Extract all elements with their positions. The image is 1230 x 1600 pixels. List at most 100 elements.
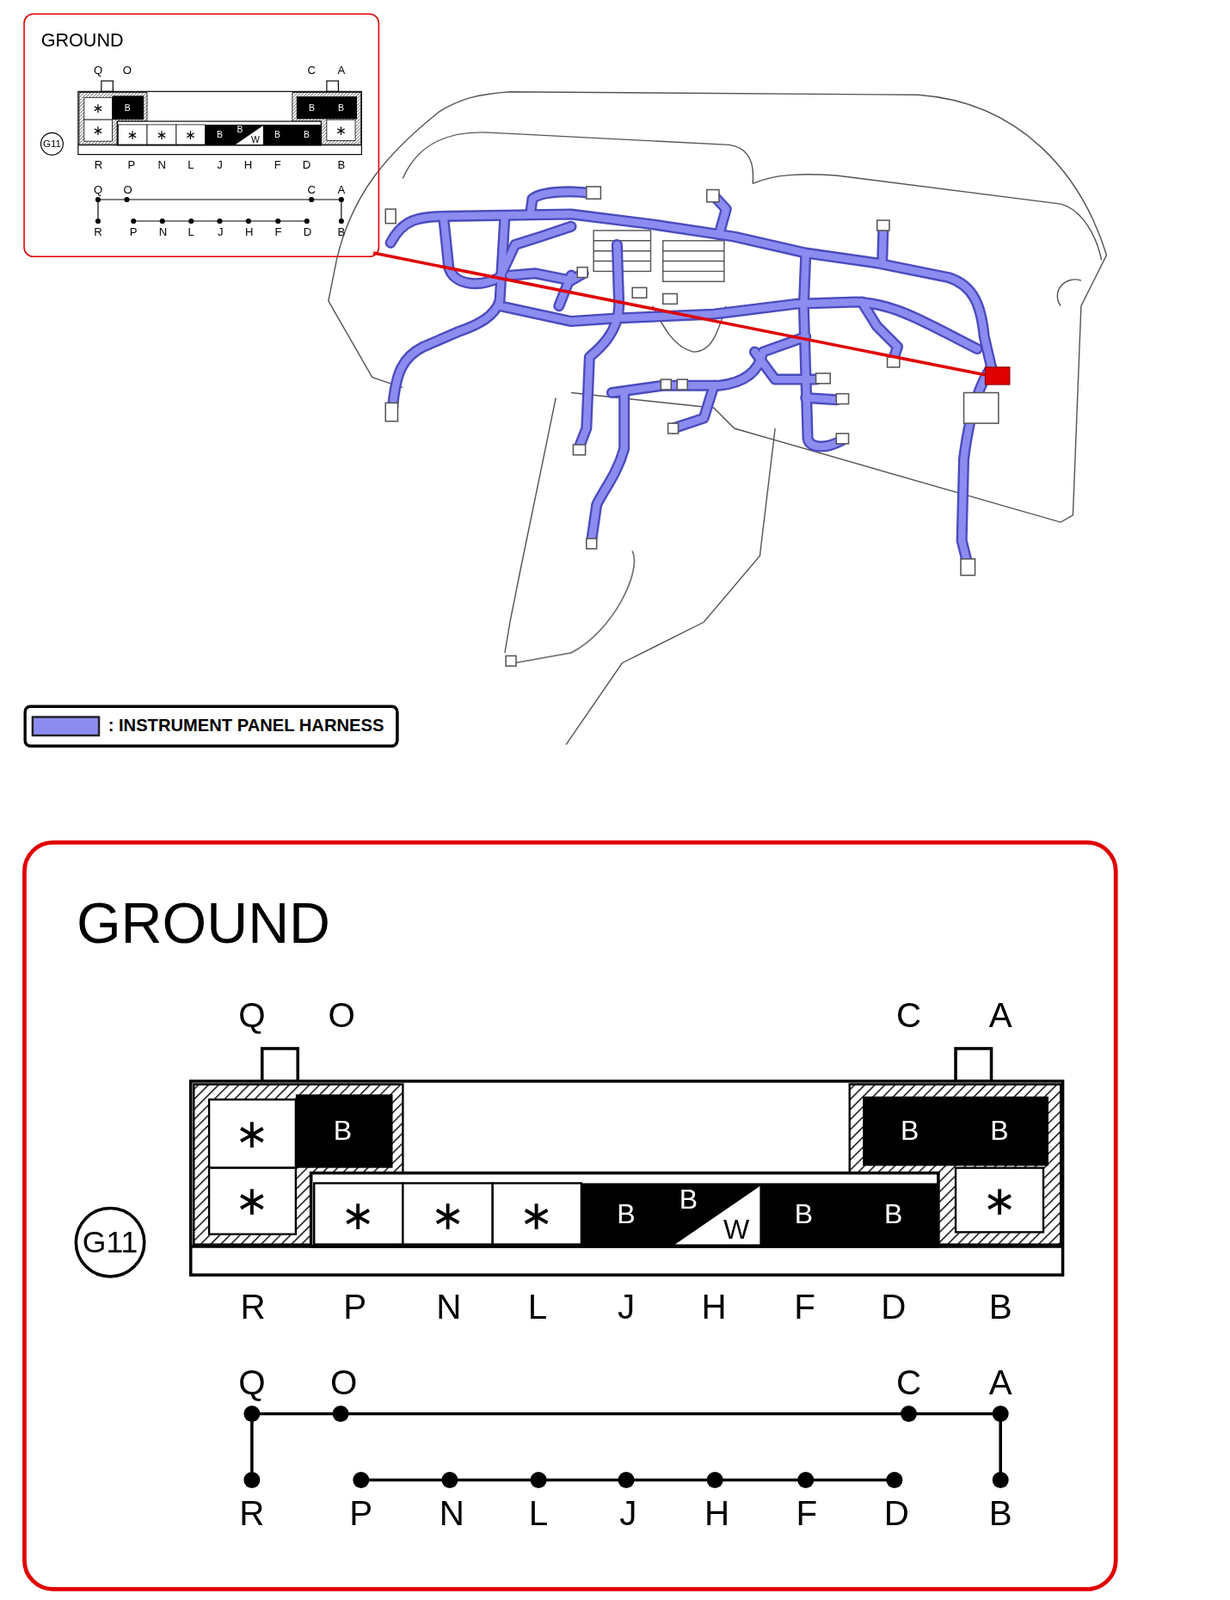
pin-letter: H xyxy=(701,1289,726,1324)
pin-letter: H xyxy=(244,159,253,171)
pin-letter: O xyxy=(123,64,132,76)
legend-box: : INSTRUMENT PANEL HARNESS xyxy=(23,704,400,748)
wire-color: B xyxy=(616,1200,635,1229)
pin-letter: N xyxy=(439,1494,465,1530)
pin-letter: R xyxy=(239,1494,265,1530)
pin-letter: L xyxy=(528,1494,548,1530)
wire-color: B xyxy=(679,1185,698,1213)
pin-letter: J xyxy=(617,1289,635,1324)
connector-code: G11 xyxy=(82,1226,139,1258)
pin-letter: Q xyxy=(93,183,103,195)
wire-color: B xyxy=(794,1200,813,1229)
pin-letter: J xyxy=(216,159,223,171)
pin-letter: A xyxy=(989,1365,1013,1400)
connector-code-circle: G11 xyxy=(74,1206,147,1279)
legend-swatch xyxy=(31,715,100,737)
pin-letter: C xyxy=(307,64,315,76)
wire-color: B xyxy=(333,1117,352,1145)
pin-letter: R xyxy=(94,159,103,171)
wire-color: W xyxy=(251,135,260,144)
pin-letter: H xyxy=(245,226,253,238)
pin-letter: N xyxy=(436,1289,462,1324)
pin-letter: D xyxy=(302,159,311,171)
pin-letter: F xyxy=(274,159,282,171)
dashboard-outline xyxy=(328,92,1107,745)
wire-color: B xyxy=(124,103,131,112)
instrument-panel-harness xyxy=(390,191,991,561)
pin-letter: B xyxy=(989,1494,1013,1530)
pin-letter: C xyxy=(896,997,922,1033)
pin-letter: D xyxy=(884,1494,910,1530)
connector-drawing-large xyxy=(190,1048,1064,1489)
wire-color: B xyxy=(236,125,243,135)
pin-letter: L xyxy=(528,1289,548,1324)
pin-letter: D xyxy=(303,226,312,238)
wire-color: B xyxy=(274,130,281,140)
located-connector xyxy=(984,367,1009,385)
pin-letter: C xyxy=(307,183,315,195)
wire-color: B xyxy=(216,130,223,140)
pin-letter: C xyxy=(896,1365,922,1400)
unused-pin-mark: ∗ xyxy=(156,128,168,142)
pin-letter: Q xyxy=(238,997,265,1033)
callout-title: GROUND xyxy=(41,30,124,50)
connector-drawing-small xyxy=(78,80,362,224)
pin-letter: J xyxy=(619,1494,637,1530)
unused-pin-mark: ∗ xyxy=(234,1180,270,1221)
pin-letter: D xyxy=(880,1289,906,1324)
pin-letter: R xyxy=(93,226,102,238)
wire-color: B xyxy=(303,130,310,140)
unused-pin-mark: ∗ xyxy=(340,1194,376,1236)
pin-letter: B xyxy=(989,1289,1013,1324)
leader-line xyxy=(373,252,988,376)
wire-color: W xyxy=(723,1216,750,1244)
unused-pin-mark: ∗ xyxy=(982,1180,1017,1221)
wire-color: B xyxy=(990,1117,1009,1145)
connector-code: G11 xyxy=(43,138,62,149)
pin-letter: R xyxy=(240,1289,266,1324)
callout-box: GROUNDG11QOCA∗BBB∗∗∗∗BBWBB∗RPNLJHFDBQOCA… xyxy=(23,12,380,258)
wire-color: B xyxy=(338,103,345,112)
pin-letter: B xyxy=(337,159,345,171)
pin-letter: P xyxy=(343,1289,367,1324)
pin-letter: P xyxy=(349,1494,373,1530)
pin-letter: Q xyxy=(93,64,103,76)
pin-letter: F xyxy=(793,1289,816,1324)
callout-title: GROUND xyxy=(76,894,331,952)
connector-code-circle: G11 xyxy=(40,132,64,156)
pin-letter: H xyxy=(704,1494,730,1530)
pin-letter: O xyxy=(123,183,133,195)
wire-color: B xyxy=(884,1200,903,1229)
unused-pin-mark: ∗ xyxy=(92,123,105,137)
harness-outline xyxy=(390,191,991,561)
pin-letter: J xyxy=(217,226,224,238)
pin-letter: Q xyxy=(238,1365,265,1400)
legend-item: : INSTRUMENT PANEL HARNESS xyxy=(31,715,385,737)
unused-pin-mark: ∗ xyxy=(127,128,139,142)
pin-letter: L xyxy=(188,226,195,238)
pin-letter: P xyxy=(129,226,138,238)
pin-letter: N xyxy=(158,159,167,171)
pin-letter: L xyxy=(187,159,194,171)
pin-letter: O xyxy=(330,1365,357,1400)
pin-letter: N xyxy=(159,226,167,238)
legend-text: : INSTRUMENT PANEL HARNESS xyxy=(108,715,385,737)
pin-letter: A xyxy=(989,997,1013,1033)
unused-pin-mark: ∗ xyxy=(184,128,197,142)
wire-color: B xyxy=(900,1117,919,1145)
unused-pin-mark: ∗ xyxy=(519,1194,554,1236)
pin-letter: O xyxy=(328,997,356,1033)
unused-pin-mark: ∗ xyxy=(335,123,347,137)
pin-letter: A xyxy=(337,64,345,76)
pin-letter: F xyxy=(796,1494,818,1530)
harness-connector xyxy=(385,186,999,666)
unused-pin-mark: ∗ xyxy=(430,1194,466,1236)
pin-letter: B xyxy=(337,226,345,238)
wire-color: B xyxy=(308,103,315,112)
unused-pin-mark: ∗ xyxy=(92,101,105,115)
callout-box: GROUNDG11QOCA∗BBB∗∗∗∗BBWBB∗RPNLJHFDBQOCA… xyxy=(22,840,1118,1592)
pin-letter: F xyxy=(275,226,283,238)
